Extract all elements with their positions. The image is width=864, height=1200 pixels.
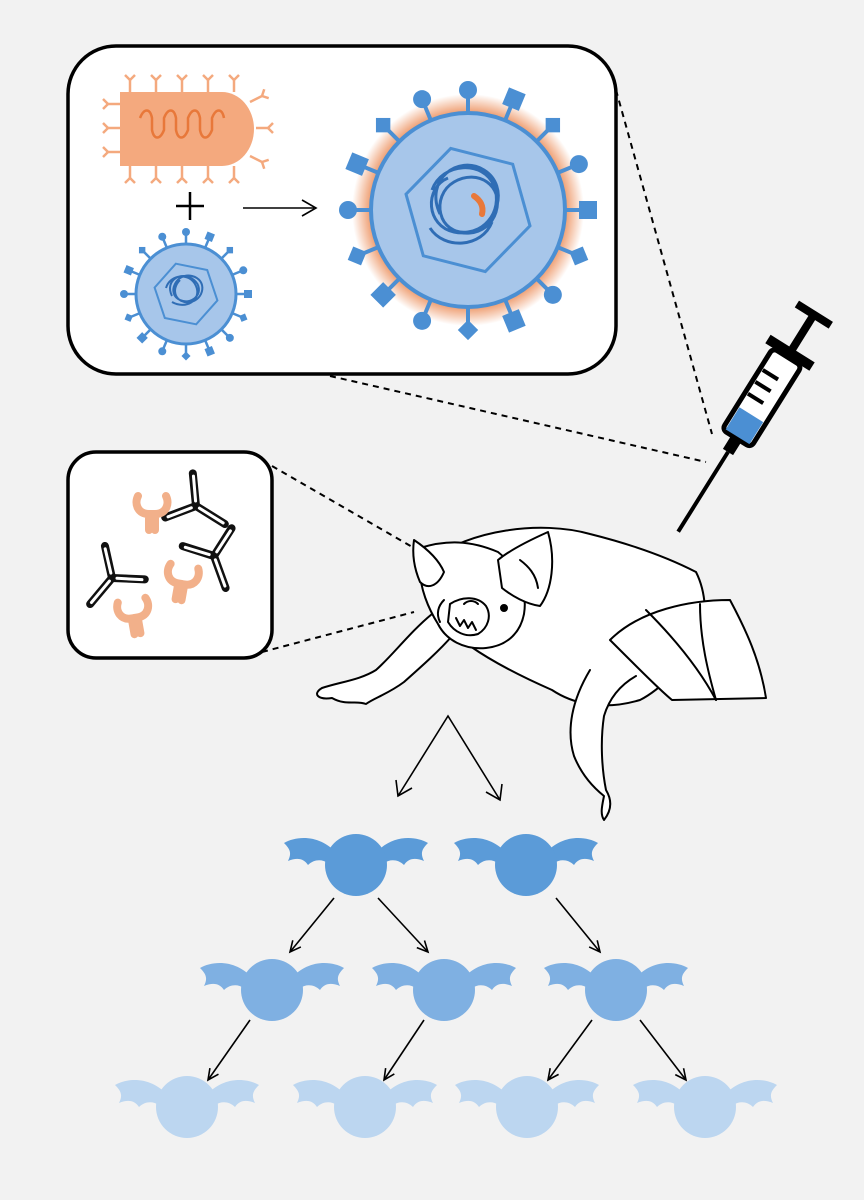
syringe-icon: [676, 300, 833, 533]
split-arrow: [395, 714, 503, 802]
bacterium-icon: [102, 74, 274, 184]
bat-icon: [200, 959, 344, 1021]
bat-icon: [293, 1076, 437, 1138]
bat-icon: [115, 1076, 259, 1138]
arrow-icon: [288, 897, 335, 954]
arrow-icon: [377, 897, 430, 954]
arrow-icon: [243, 199, 318, 217]
plus-icon: [176, 192, 204, 220]
arrow-icon: [546, 1019, 593, 1082]
dashed-connectors: [261, 89, 713, 653]
bat-icon: [454, 834, 598, 896]
bat-icon: [544, 959, 688, 1021]
recombinant-virus-icon: [339, 81, 597, 341]
antibody-panel: [66, 450, 274, 660]
antibody-icon: [86, 541, 149, 609]
arrow-icon: [639, 1019, 688, 1082]
arrow-icon: [206, 1019, 251, 1082]
arrow-icon: [555, 897, 602, 954]
recombinant-vaccine-panel: [66, 44, 618, 376]
antibody-icon: [178, 524, 236, 592]
bat-icon: [284, 834, 428, 896]
antibody-icon: [132, 492, 172, 534]
virus-icon: [120, 228, 252, 361]
antibody-icon: [113, 593, 153, 639]
vaccinated-bat-drawing: [316, 526, 767, 821]
bat-icon: [455, 1076, 599, 1138]
antibody-icon: [161, 469, 229, 529]
bat-icon: [372, 959, 516, 1021]
arrow-icon: [382, 1019, 425, 1082]
bat-transmission-tree: [115, 834, 777, 1138]
antibody-icon: [163, 559, 203, 605]
bat-icon: [633, 1076, 777, 1138]
